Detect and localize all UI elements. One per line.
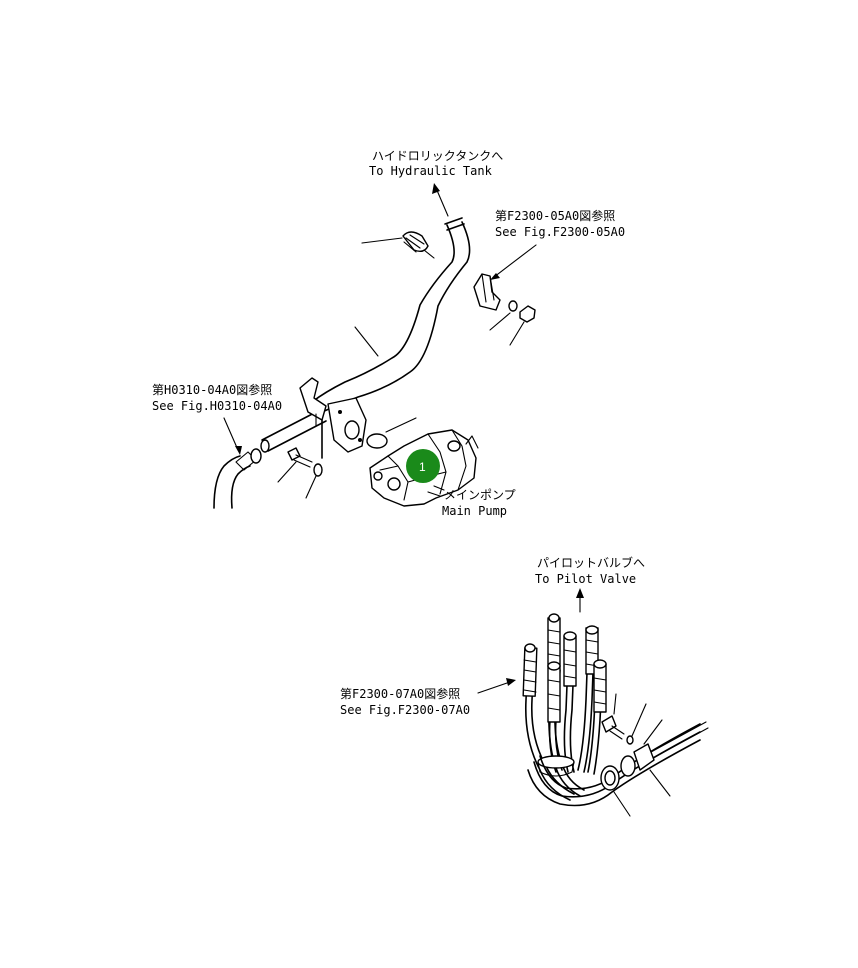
return-hose xyxy=(311,217,471,413)
label-pilot-en: To Pilot Valve xyxy=(535,572,636,586)
label-fig-05a0-jp: 第F2300-05A0図参照 xyxy=(495,208,615,223)
label-tank-en: To Hydraulic Tank xyxy=(369,164,493,178)
leader-hose xyxy=(354,326,379,357)
label-fig-h0310-en: See Fig.H0310-04A0 xyxy=(152,399,282,413)
bolt-washer xyxy=(277,447,323,499)
pilot-hose-bundle xyxy=(527,721,709,807)
pump-flange xyxy=(327,397,367,453)
callout-1-circle xyxy=(406,449,440,483)
label-pump-en: Main Pump xyxy=(442,504,507,518)
bracket-right xyxy=(473,273,536,346)
label-pump-jp: メインポンプ xyxy=(444,488,516,502)
arrow-fig-05a0 xyxy=(490,244,537,280)
arrow-to-pilot xyxy=(576,588,584,613)
arrow-to-tank xyxy=(432,183,449,217)
label-fig-05a0-en: See Fig.F2300-05A0 xyxy=(495,225,625,239)
arrow-fig-h0310 xyxy=(223,417,242,455)
suction-pipe xyxy=(260,377,327,459)
hose-clamp xyxy=(361,231,435,259)
pilot-hoses xyxy=(522,613,607,801)
pilot-clamp xyxy=(600,693,671,817)
label-pilot-jp: パイロットバルブへ xyxy=(537,555,645,570)
o-ring xyxy=(366,417,417,449)
label-fig-h0310-jp: 第H0310-04A0図参照 xyxy=(152,382,272,397)
callout-1-number: 1 xyxy=(419,460,426,474)
suction-hose xyxy=(213,448,262,509)
label-fig-07a0-jp: 第F2300-07A0図参照 xyxy=(340,686,460,701)
label-fig-07a0-en: See Fig.F2300-07A0 xyxy=(340,703,470,717)
label-tank-jp: ハイドロリックタンクへ xyxy=(372,149,503,163)
arrow-fig-07a0 xyxy=(477,678,516,694)
callout-1[interactable]: 1 xyxy=(406,449,440,483)
